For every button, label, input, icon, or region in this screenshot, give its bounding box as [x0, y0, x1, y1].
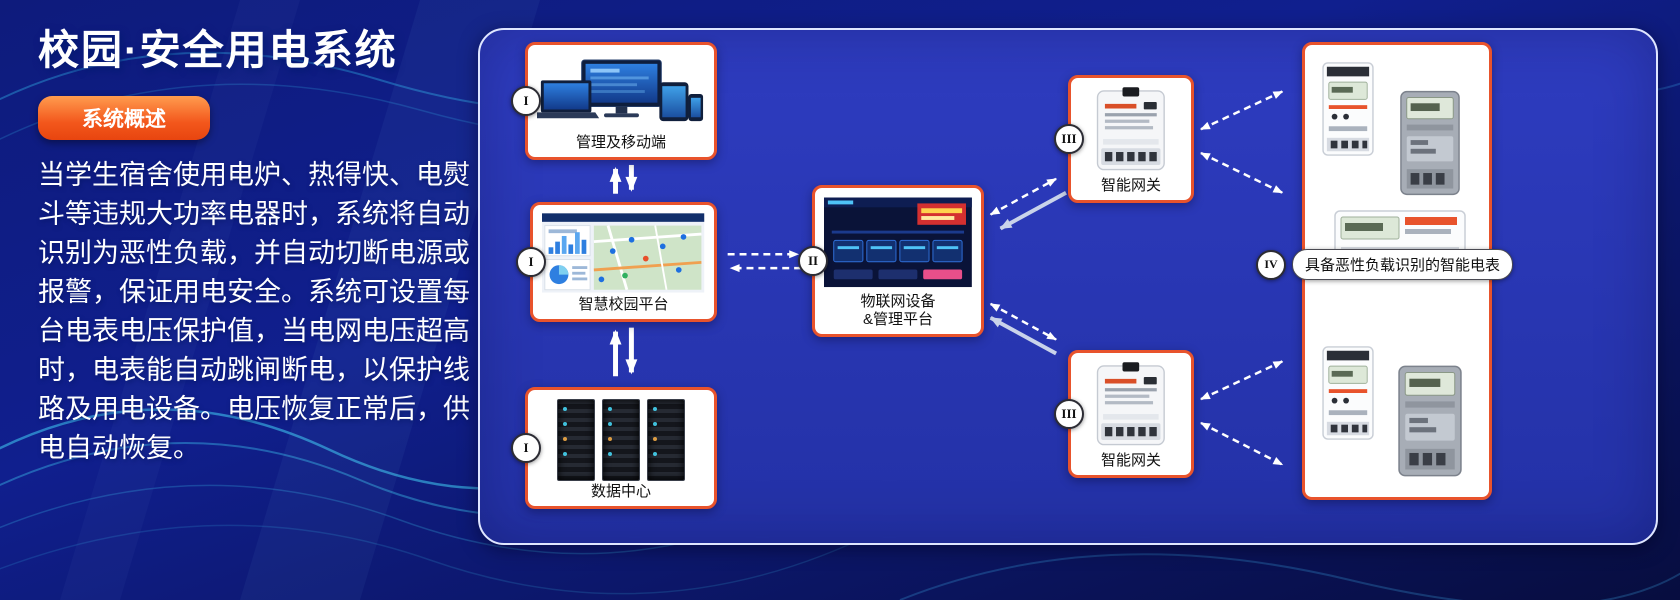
- node-label: 数据中心: [590, 483, 651, 501]
- numeral-badge-3: I: [511, 433, 541, 463]
- node-smart-gateway-top: 智能网关 III: [1054, 75, 1194, 203]
- server-rack-illustration: [534, 396, 708, 481]
- iot-platform-screenshot: [821, 194, 975, 291]
- node-management-mobile: 管理及移动端 I: [511, 42, 717, 160]
- smart-meter-illustration: [1321, 345, 1375, 441]
- arrow-campus-iot: [727, 250, 802, 273]
- numeral-badge-6: III: [1054, 399, 1084, 429]
- overview-badge: 系统概述: [38, 96, 210, 140]
- server-rack: [602, 398, 640, 481]
- arrow-iot-gateway-top: [989, 177, 1067, 231]
- page-title: 校园·安全用电系统: [38, 27, 398, 73]
- campus-dashboard-screenshot: [539, 211, 708, 294]
- gateway-device-illustration: [1077, 84, 1185, 175]
- meters-caption: IV 具备恶性负载识别的智能电表: [1256, 249, 1514, 280]
- meters-caption-label: 具备恶性负载识别的智能电表: [1292, 249, 1514, 280]
- arrow-gateway-bottom-meters: [1200, 360, 1284, 466]
- node-label: 智慧校园平台: [578, 296, 669, 314]
- smart-meter-illustration: [1397, 363, 1463, 479]
- arrow-iot-gateway-bottom: [989, 302, 1058, 356]
- numeral-badge-4: II: [798, 246, 828, 276]
- arrow-gateway-top-meters: [1200, 90, 1284, 194]
- node-smart-gateway-bottom: 智能网关 III: [1054, 350, 1194, 478]
- devices-illustration: [534, 51, 708, 132]
- numeral-badge-7: IV: [1256, 249, 1286, 280]
- smart-meter-illustration: [1321, 61, 1375, 157]
- numeral-badge-2: I: [516, 247, 546, 277]
- node-smart-campus-platform: 智慧校园平台 I: [516, 202, 717, 322]
- diagram-panel: 管理及移动端 I: [478, 28, 1658, 545]
- numeral-badge-1: I: [511, 86, 541, 116]
- smart-meter-illustration: [1399, 89, 1461, 197]
- intro-panel: 校园·安全用电系统 系统概述 当学生宿舍使用电炉、热得快、电熨斗等违规大功率电器…: [38, 16, 470, 468]
- node-iot-platform: 物联网设备 &管理平台 II: [798, 185, 984, 337]
- node-label: 物联网设备 &管理平台: [860, 291, 935, 332]
- arrow-campus-datacenter: [609, 327, 638, 377]
- node-label: 管理及移动端: [575, 134, 666, 152]
- numeral-badge-5: III: [1054, 124, 1084, 154]
- node-label: 智能网关: [1100, 452, 1161, 470]
- node-label-line1: 物联网设备: [860, 292, 936, 310]
- server-rack: [557, 398, 595, 481]
- gateway-device-illustration: [1077, 359, 1185, 450]
- node-data-center: 数据中心 I: [511, 387, 717, 509]
- server-rack: [647, 398, 685, 481]
- node-label: 智能网关: [1100, 177, 1161, 195]
- node-label-line2: &管理平台: [862, 311, 933, 329]
- system-description: 当学生宿舍使用电炉、热得快、电熨斗等违规大功率电器时，系统将自动识别为恶性负载，…: [38, 160, 470, 463]
- arrow-mgmt-campus: [609, 164, 638, 194]
